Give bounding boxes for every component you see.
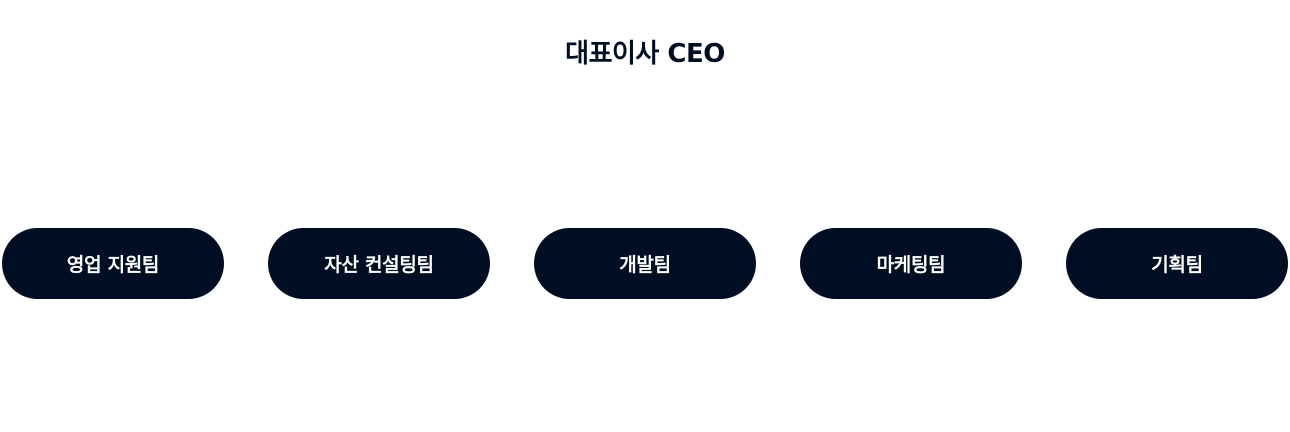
team-label: 기획팀 [1151, 254, 1203, 276]
ceo-title: 대표이사 CEO [565, 39, 725, 69]
team-label: 마케팅팀 [876, 254, 946, 276]
team-label: 영업 지원팀 [66, 254, 160, 276]
team-label: 자산 컨설팅팀 [324, 254, 434, 276]
team-asset-consulting: 자산 컨설팅팀 [268, 228, 490, 299]
team-marketing: 마케팅팀 [800, 228, 1022, 299]
team-development: 개발팀 [534, 228, 756, 299]
teams-row: 영업 지원팀 자산 컨설팅팀 개발팀 마케팅팀 기획팀 [2, 228, 1288, 299]
team-label: 개발팀 [619, 254, 671, 276]
team-planning: 기획팀 [1066, 228, 1288, 299]
team-sales-support: 영업 지원팀 [2, 228, 224, 299]
